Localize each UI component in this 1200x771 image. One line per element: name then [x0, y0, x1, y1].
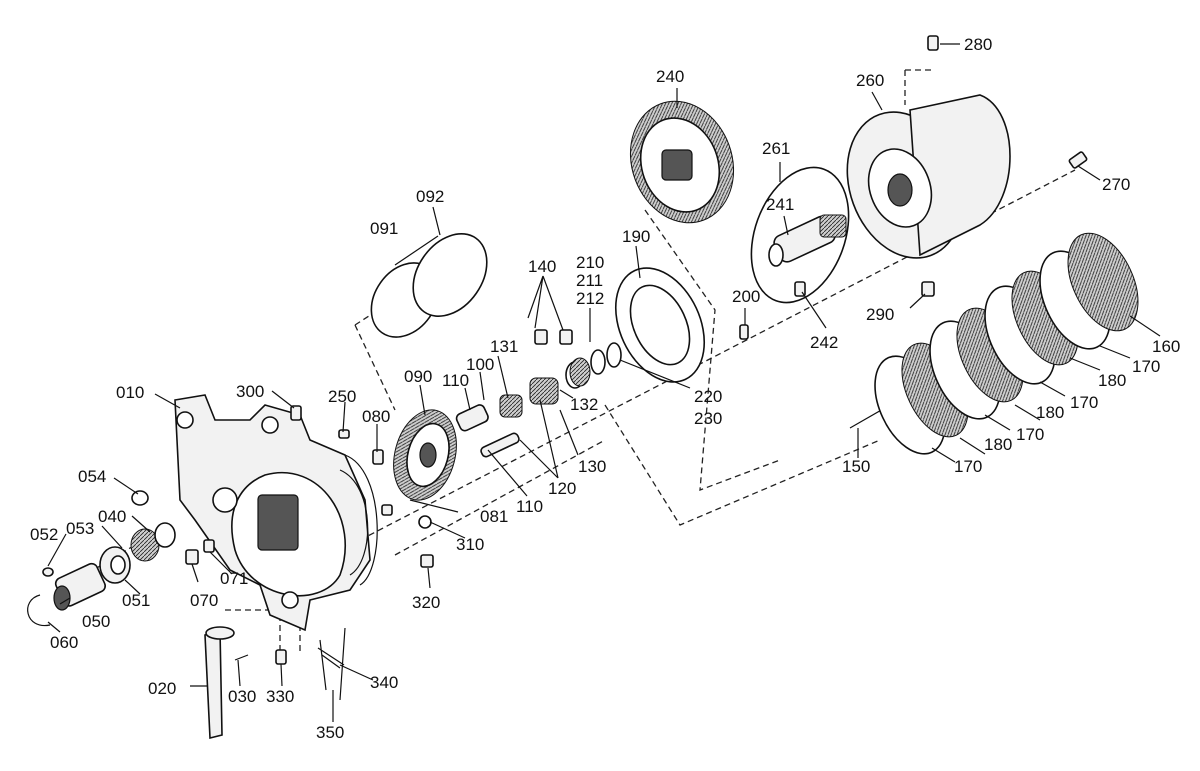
part-190-disc [614, 267, 706, 383]
part-150-170-180-160-disc-stack [849, 232, 1139, 455]
label-040: 040 [98, 507, 126, 526]
label-261: 261 [762, 139, 790, 158]
label-052: 052 [30, 525, 58, 544]
label-300: 300 [236, 382, 264, 401]
part-240-ring-gear [629, 100, 735, 224]
part-241-shaft [768, 214, 847, 297]
part-200-pin [739, 324, 749, 340]
label-241: 241 [766, 195, 794, 214]
label-170b: 170 [1070, 393, 1098, 412]
label-212: 212 [576, 289, 604, 308]
label-170c: 170 [1016, 425, 1044, 444]
part-060-snap-ring [27, 594, 51, 627]
label-340: 340 [370, 673, 398, 692]
leader-lines [47, 43, 1161, 722]
label-071: 071 [220, 569, 248, 588]
label-020: 020 [148, 679, 176, 698]
label-092: 092 [416, 187, 444, 206]
label-180a: 180 [1098, 371, 1126, 390]
label-053: 053 [66, 519, 94, 538]
label-240: 240 [656, 67, 684, 86]
label-050: 050 [82, 612, 110, 631]
label-180c: 180 [984, 435, 1012, 454]
label-230: 230 [694, 409, 722, 428]
part-052-054-small [42, 490, 149, 577]
label-320: 320 [412, 593, 440, 612]
label-170a: 170 [1132, 357, 1160, 376]
label-030: 030 [228, 687, 256, 706]
label-130: 130 [578, 457, 606, 476]
label-180b: 180 [1036, 403, 1064, 422]
part-010-housing [174, 394, 378, 632]
label-350: 350 [316, 723, 344, 742]
label-170d: 170 [954, 457, 982, 476]
label-110b: 110 [516, 497, 543, 516]
label-120: 120 [548, 479, 576, 498]
label-330: 330 [266, 687, 294, 706]
label-190: 190 [622, 227, 650, 246]
label-200: 200 [732, 287, 760, 306]
part-030-330-340-350-hardware [234, 627, 346, 701]
label-140: 140 [528, 257, 556, 276]
label-010: 010 [116, 383, 144, 402]
label-080: 080 [362, 407, 390, 426]
label-280: 280 [964, 35, 992, 54]
part-050-shaft [53, 562, 107, 611]
label-250: 250 [328, 387, 356, 406]
label-090: 090 [404, 367, 432, 386]
part-091-092-o-rings [370, 233, 488, 338]
label-070: 070 [190, 591, 218, 610]
label-054: 054 [78, 467, 106, 486]
label-310: 310 [456, 535, 484, 554]
part-100-130-planet-set [455, 329, 585, 458]
part-070-071-plugs [185, 539, 215, 565]
label-160: 160 [1152, 337, 1180, 356]
label-211: 211 [576, 271, 603, 290]
part-labels: 010 054 040 052 053 051 050 060 070 071 … [30, 35, 1180, 742]
label-260: 260 [856, 71, 884, 90]
part-053-gear [130, 522, 176, 562]
label-051: 051 [122, 591, 150, 610]
label-220: 220 [694, 387, 722, 406]
label-290: 290 [866, 305, 894, 324]
label-081: 081 [480, 507, 508, 526]
label-150: 150 [842, 457, 870, 476]
label-110a: 110 [442, 371, 469, 390]
part-051-bearing [99, 546, 131, 584]
label-242: 242 [810, 333, 838, 352]
part-260-hub [846, 35, 1088, 297]
label-210: 210 [576, 253, 604, 272]
label-270: 270 [1102, 175, 1130, 194]
label-060: 060 [50, 633, 78, 652]
part-210-230-rings [569, 342, 622, 387]
label-132: 132 [570, 395, 598, 414]
label-131: 131 [490, 337, 518, 356]
part-020-pin [204, 626, 235, 740]
label-100: 100 [466, 355, 494, 374]
label-091: 091 [370, 219, 398, 238]
part-090-gear-plate [393, 409, 457, 501]
